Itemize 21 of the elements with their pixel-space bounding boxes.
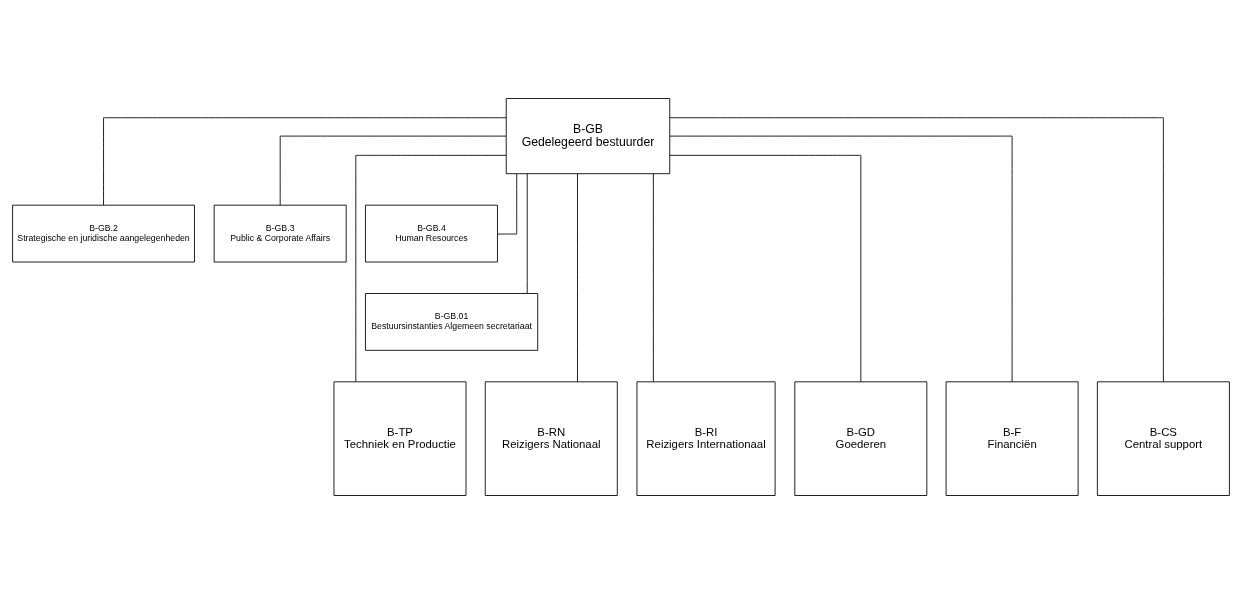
node-box: B-GB Gedelegeerd bestuurder: [505, 97, 671, 174]
node-box: B-GD Goederen: [794, 380, 928, 496]
node-box: B-RN Reizigers Nationaal: [484, 380, 618, 496]
connector: [669, 116, 1164, 382]
node-box: B-GB.4 Human Resources: [365, 204, 498, 262]
connector: [669, 135, 1013, 382]
node-box: B-TP Techniek en Productie: [333, 380, 467, 496]
connector: [526, 172, 528, 294]
connector: [652, 172, 654, 382]
connector: [355, 154, 507, 382]
connector: [577, 172, 578, 382]
node-box: B-GB.3 Public & Corporate Affairs: [213, 204, 347, 262]
node-box: B-RI Reizigers Internationaal: [636, 380, 776, 496]
node-box: B-F Financiën: [945, 380, 1079, 496]
connector: [103, 116, 507, 205]
connector: [669, 154, 862, 382]
connector: [279, 135, 507, 206]
node-box: B-GB.2 Strategische en juridische aangelegenheden: [12, 204, 195, 262]
node-box: B-CS Central support: [1096, 380, 1230, 496]
node-box: B-GB.01 Bestuursinstanties Algemeen secretariaat: [365, 292, 539, 351]
connector: [497, 173, 518, 234]
